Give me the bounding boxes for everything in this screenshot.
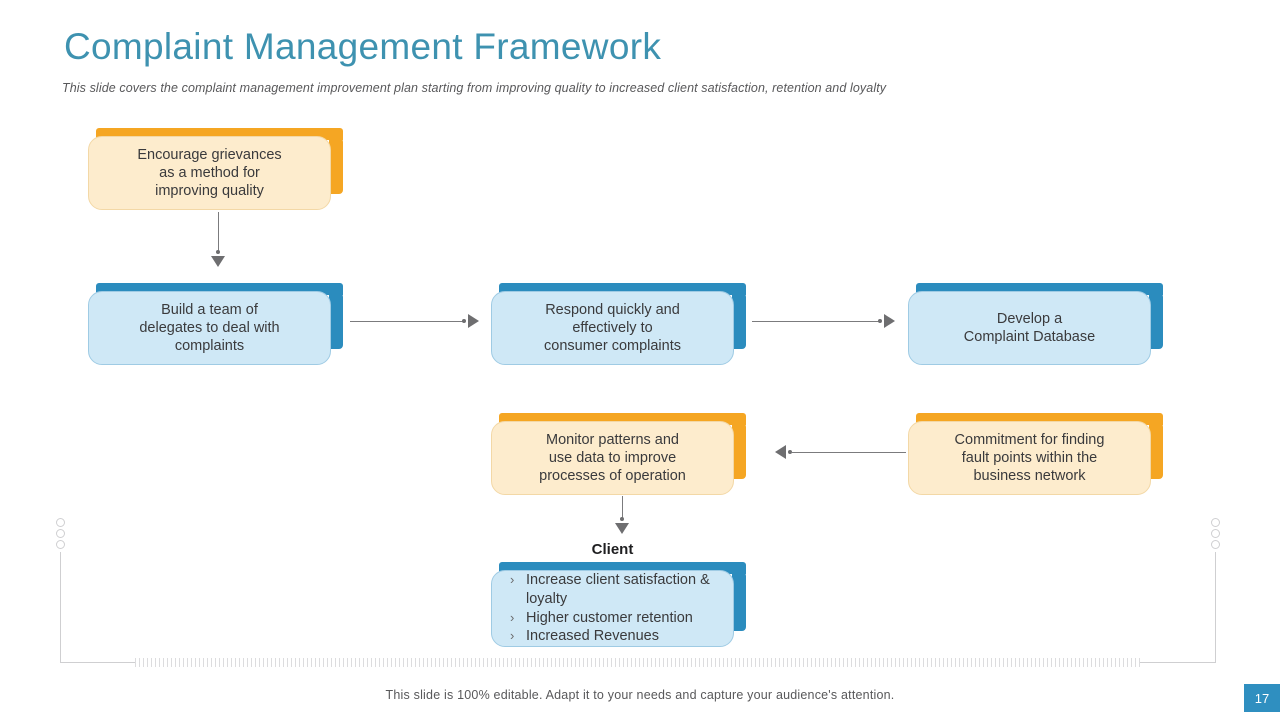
node-client-results[interactable]: › Increase client satisfaction & loyalty…	[491, 562, 746, 647]
node-accent-right	[329, 293, 343, 349]
list-item: › Increased Revenues	[510, 627, 719, 646]
node-text-line: fault points within the	[961, 449, 1098, 466]
node-text-line: complaints	[174, 338, 245, 355]
connector-build-to-respond	[350, 321, 464, 322]
node-text-line: improving quality	[155, 183, 264, 200]
node-text-line: Encourage grievances	[137, 146, 282, 163]
node-commitment-fault-points[interactable]: Commitment for finding fault points with…	[908, 413, 1163, 495]
node-text: Develop a Complaint Database	[909, 310, 1150, 347]
node-accent-right	[329, 138, 343, 194]
rail-dot	[56, 540, 65, 549]
page-number-badge: 17	[1244, 684, 1280, 712]
bullet-icon: ›	[510, 609, 515, 625]
node-text-line: Develop a	[996, 310, 1063, 327]
node-accent-right	[1149, 423, 1163, 479]
node-text-line: as a method for	[159, 164, 260, 181]
node-complaint-database[interactable]: Develop a Complaint Database	[908, 283, 1163, 365]
client-benefits-list: › Increase client satisfaction & loyalty…	[492, 571, 733, 645]
node-card: Develop a Complaint Database	[908, 291, 1151, 365]
bullet-icon: ›	[510, 628, 515, 644]
node-text-line: business network	[973, 468, 1086, 485]
node-encourage-grievances[interactable]: Encourage grievances as a method for imp…	[88, 128, 343, 210]
connector-dot	[878, 319, 882, 323]
node-respond-quickly[interactable]: Respond quickly and effectively to consu…	[491, 283, 746, 365]
node-accent-right	[732, 423, 746, 479]
arrow-right-icon	[884, 314, 895, 328]
arrow-down-icon	[211, 256, 225, 267]
node-text: Build a team of delegates to deal with c…	[89, 301, 330, 356]
node-card: Build a team of delegates to deal with c…	[88, 291, 331, 365]
node-text: Commitment for finding fault points with…	[909, 431, 1150, 486]
footer-note: This slide is 100% editable. Adapt it to…	[385, 688, 895, 702]
node-build-team[interactable]: Build a team of delegates to deal with c…	[88, 283, 343, 365]
node-accent-right	[732, 572, 746, 631]
list-item-label: Increased Revenues	[526, 628, 659, 645]
bullet-icon: ›	[510, 572, 515, 588]
node-text: Encourage grievances as a method for imp…	[89, 146, 330, 201]
rail-dot	[56, 518, 65, 527]
node-text-line: delegates to deal with	[139, 319, 280, 336]
node-text-line: use data to improve	[548, 449, 677, 466]
left-rail-line	[60, 552, 61, 662]
footer-dotted-band	[135, 658, 1140, 667]
connector-dot	[462, 319, 466, 323]
list-item: › Higher customer retention	[510, 609, 719, 628]
node-text-line: Commitment for finding	[954, 431, 1105, 448]
arrow-down-icon	[615, 523, 629, 534]
connector-dot	[788, 450, 792, 454]
rail-dot	[56, 529, 65, 538]
node-text-line: Respond quickly and	[545, 301, 680, 318]
list-item-label: Increase client satisfaction & loyalty	[526, 572, 710, 607]
node-text: Respond quickly and effectively to consu…	[492, 301, 733, 356]
connector-dot	[216, 250, 220, 254]
connector-encourage-to-build	[218, 212, 219, 253]
rail-dot	[1211, 518, 1220, 527]
page-subtitle: This slide covers the complaint manageme…	[62, 81, 887, 95]
node-text-line: Complaint Database	[963, 329, 1096, 345]
node-text: Monitor patterns and use data to improve…	[492, 431, 733, 486]
node-card: Respond quickly and effectively to consu…	[491, 291, 734, 365]
node-text-line: Build a team of	[161, 301, 258, 318]
page-title: Complaint Management Framework	[64, 26, 662, 67]
list-item-label: Higher customer retention	[526, 609, 693, 626]
connector-respond-to-database	[752, 321, 880, 322]
right-rail-dots	[1211, 518, 1220, 549]
connector-commitment-to-monitor	[792, 452, 906, 453]
node-card: › Increase client satisfaction & loyalty…	[491, 570, 734, 647]
rail-dot	[1211, 540, 1220, 549]
node-accent-right	[1149, 293, 1163, 349]
right-rail-line	[1215, 552, 1216, 662]
node-text-line: processes of operation	[539, 468, 686, 485]
client-caption: Client	[591, 541, 634, 558]
node-card: Monitor patterns and use data to improve…	[491, 421, 734, 495]
arrow-right-icon	[468, 314, 479, 328]
arrow-left-icon	[775, 445, 786, 459]
node-text-line: Monitor patterns and	[546, 431, 679, 448]
right-rail-elbow	[1140, 662, 1216, 663]
connector-monitor-to-client	[622, 496, 623, 519]
connector-dot	[620, 517, 624, 521]
node-accent-right	[732, 293, 746, 349]
node-text-line: consumer complaints	[544, 338, 681, 355]
left-rail-elbow	[60, 662, 135, 663]
node-text-line: effectively to	[572, 319, 653, 336]
node-card: Commitment for finding fault points with…	[908, 421, 1151, 495]
list-item: › Increase client satisfaction & loyalty	[510, 571, 719, 608]
left-rail-dots	[56, 518, 65, 549]
node-monitor-patterns[interactable]: Monitor patterns and use data to improve…	[491, 413, 746, 495]
rail-dot	[1211, 529, 1220, 538]
node-card: Encourage grievances as a method for imp…	[88, 136, 331, 210]
